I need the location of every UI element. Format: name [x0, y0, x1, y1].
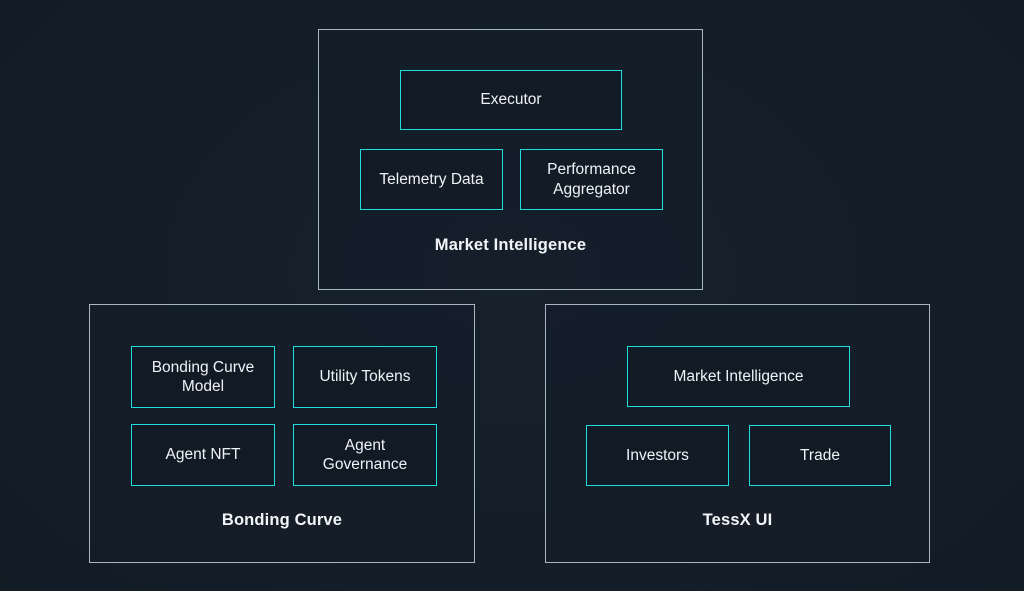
- node-performance-aggregator-label: Performance Aggregator: [547, 161, 636, 198]
- node-telemetry-data[interactable]: Telemetry Data: [360, 149, 503, 210]
- panel-bonding-curve[interactable]: Bonding Curve Model Utility Tokens Agent…: [89, 304, 475, 563]
- node-trade[interactable]: Trade: [749, 425, 891, 486]
- node-investors[interactable]: Investors: [586, 425, 729, 486]
- node-agent-nft-label: Agent NFT: [165, 446, 241, 464]
- node-bonding-curve-model-label: Bonding Curve Model: [151, 358, 255, 395]
- node-executor[interactable]: Executor: [400, 70, 622, 130]
- panel-tessx-ui[interactable]: Market Intelligence Investors Trade Tess…: [545, 304, 930, 563]
- panel-tessx-ui-label: TessX UI: [702, 511, 773, 529]
- node-trade-label: Trade: [800, 446, 840, 464]
- node-executor-label: Executor: [480, 91, 542, 109]
- node-market-intelligence[interactable]: Market Intelligence: [627, 346, 850, 407]
- panel-bonding-curve-label: Bonding Curve: [221, 511, 343, 529]
- node-performance-aggregator[interactable]: Performance Aggregator: [520, 149, 663, 210]
- node-agent-nft[interactable]: Agent NFT: [131, 424, 275, 486]
- node-bonding-curve-model[interactable]: Bonding Curve Model: [131, 346, 275, 408]
- node-agent-governance-label: Agent Governance: [322, 436, 408, 473]
- node-agent-governance[interactable]: Agent Governance: [293, 424, 437, 486]
- node-utility-tokens-label: Utility Tokens: [319, 368, 411, 386]
- panel-market-intelligence[interactable]: Executor Telemetry Data Performance Aggr…: [318, 29, 703, 290]
- node-investors-label: Investors: [626, 446, 689, 464]
- panel-market-intelligence-label: Market Intelligence: [434, 236, 587, 254]
- node-telemetry-data-label: Telemetry Data: [379, 170, 484, 188]
- node-utility-tokens[interactable]: Utility Tokens: [293, 346, 437, 408]
- node-market-intelligence-label: Market Intelligence: [673, 367, 804, 385]
